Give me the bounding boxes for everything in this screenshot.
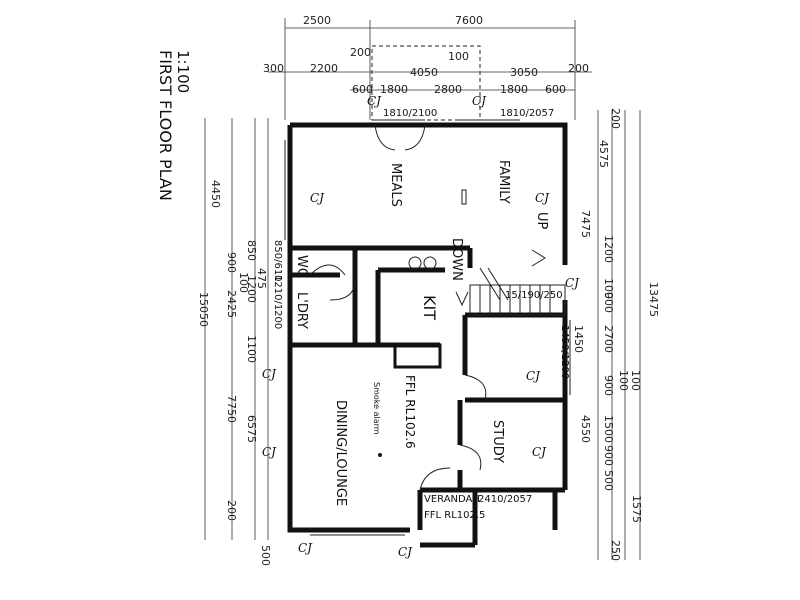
- cj-marker: CJ: [310, 191, 325, 205]
- cj-marker: CJ: [262, 367, 277, 381]
- dim-right-200: 200: [609, 108, 622, 129]
- window-size-4: 1210/1200: [272, 275, 283, 329]
- dim-left-2425: 2425: [225, 290, 238, 318]
- dim-top-3050: 3050: [510, 66, 538, 79]
- dim-left-1100: 1100: [245, 335, 258, 363]
- dim-left-4450: 4450: [209, 180, 222, 208]
- plan-title: FIRST FLOOR PLAN 1:100: [156, 50, 192, 201]
- dim-top-2500: 2500: [303, 14, 331, 27]
- dim-left-6575: 6575: [245, 415, 258, 443]
- room-dining: DINING/LOUNGE: [333, 400, 348, 506]
- dim-top-7600: 7600: [455, 14, 483, 27]
- dim-top-4050: 4050: [410, 66, 438, 79]
- kitchen-fixtures: [408, 189, 467, 270]
- dim-top-200: 200: [350, 46, 371, 59]
- dim-right-1200: 1200: [602, 235, 615, 263]
- cj-marker: CJ: [262, 445, 277, 459]
- stairs: [455, 249, 566, 316]
- dim-left-200: 200: [225, 500, 238, 521]
- window-size-3: 850/610: [272, 240, 283, 282]
- plan-title-text: FIRST FLOOR PLAN: [156, 50, 175, 201]
- smoke-alarm-label: Smoke alarm: [372, 382, 381, 435]
- dim-left-900: 900: [225, 252, 238, 273]
- cj-marker: CJ: [532, 445, 547, 459]
- dim-top-200b: 200: [568, 62, 589, 75]
- dim-right-4550: 4550: [579, 415, 592, 443]
- cj-marker: CJ: [472, 94, 487, 108]
- dim-right-900b: 900: [602, 375, 615, 396]
- dim-right-1450: 1450: [572, 325, 585, 353]
- dim-right-100: 100: [602, 278, 615, 299]
- dim-left-7750: 7750: [225, 395, 238, 423]
- dim-left-500: 500: [259, 545, 272, 566]
- stair-down-label: DOWN: [449, 238, 464, 281]
- stair-up-label: UP: [534, 212, 549, 230]
- window-size-5: 15/190/250: [505, 290, 563, 301]
- dim-left-15050: 15050: [197, 292, 210, 327]
- room-meals: MEALS: [388, 163, 403, 207]
- room-verandah: VERANDAH: [424, 494, 480, 505]
- dim-top-2200: 2200: [310, 62, 338, 75]
- dim-left-475: 475: [255, 268, 268, 289]
- smoke-alarm-dot: [378, 453, 382, 457]
- dim-right-13475: 13475: [647, 282, 660, 317]
- right-dimensions: 13475 4575 7475 1575 200 1200 100 900 27…: [572, 108, 660, 561]
- dim-right-2700: 2700: [602, 325, 615, 353]
- control-joints: CJ CJ CJ CJ CJ CJ CJ CJ CJ CJ CJ: [262, 94, 580, 559]
- top-dimensions: 2500 7600 200 100 300 2200 4050 3050 200…: [263, 14, 592, 121]
- room-study: STUDY: [490, 420, 505, 463]
- dim-right-500: 500: [602, 470, 615, 491]
- left-dimensions: 15050 4450 900 2425 7750 200 850 475 120…: [197, 118, 272, 566]
- room-kit: KIT: [420, 295, 439, 320]
- ffl-main: FFL RL102.6: [403, 375, 417, 449]
- doors: [309, 124, 487, 491]
- room-family: FAMILY: [496, 160, 511, 204]
- dim-top-600a: 600: [352, 83, 373, 96]
- dim-right-1500: 1500: [602, 415, 615, 443]
- cj-marker: CJ: [398, 545, 413, 559]
- dim-right-7475: 7475: [579, 210, 592, 238]
- dim-right-100b: 100: [617, 370, 630, 391]
- dim-right-100c: 100: [629, 370, 642, 391]
- dim-top-1800a: 1800: [380, 83, 408, 96]
- cj-marker: CJ: [526, 369, 541, 383]
- dim-top-100: 100: [448, 50, 469, 63]
- dim-top-600b: 600: [545, 83, 566, 96]
- dim-right-900: 900: [602, 292, 615, 313]
- window-size-7: 2410/2057: [478, 494, 532, 505]
- dim-right-4575: 4575: [597, 140, 610, 168]
- walls: [287, 122, 568, 548]
- room-wc: WC: [294, 255, 309, 277]
- plan-scale: 1:100: [174, 50, 192, 93]
- window-size-1: 1810/2100: [383, 108, 437, 119]
- cj-marker: CJ: [367, 94, 382, 108]
- cj-marker: CJ: [565, 276, 580, 290]
- dim-right-900c: 900: [602, 445, 615, 466]
- room-ldry: L'DRY: [294, 292, 309, 329]
- dim-top-2800: 2800: [434, 83, 462, 96]
- cj-marker: CJ: [535, 191, 550, 205]
- window-size-2: 1810/2057: [500, 108, 554, 119]
- dim-left-100: 100: [237, 272, 250, 293]
- windows: [284, 119, 571, 536]
- dim-right-1575: 1575: [630, 495, 643, 523]
- dim-top-300: 300: [263, 62, 284, 75]
- ffl-verandah: FFL RL102.5: [424, 510, 485, 521]
- window-size-6: 1450/1200: [559, 325, 570, 379]
- cj-marker: CJ: [298, 541, 313, 555]
- dim-top-1800b: 1800: [500, 83, 528, 96]
- dim-left-1200: 1200: [245, 275, 258, 303]
- dim-right-250: 250: [609, 540, 622, 561]
- dim-left-850: 850: [245, 240, 258, 261]
